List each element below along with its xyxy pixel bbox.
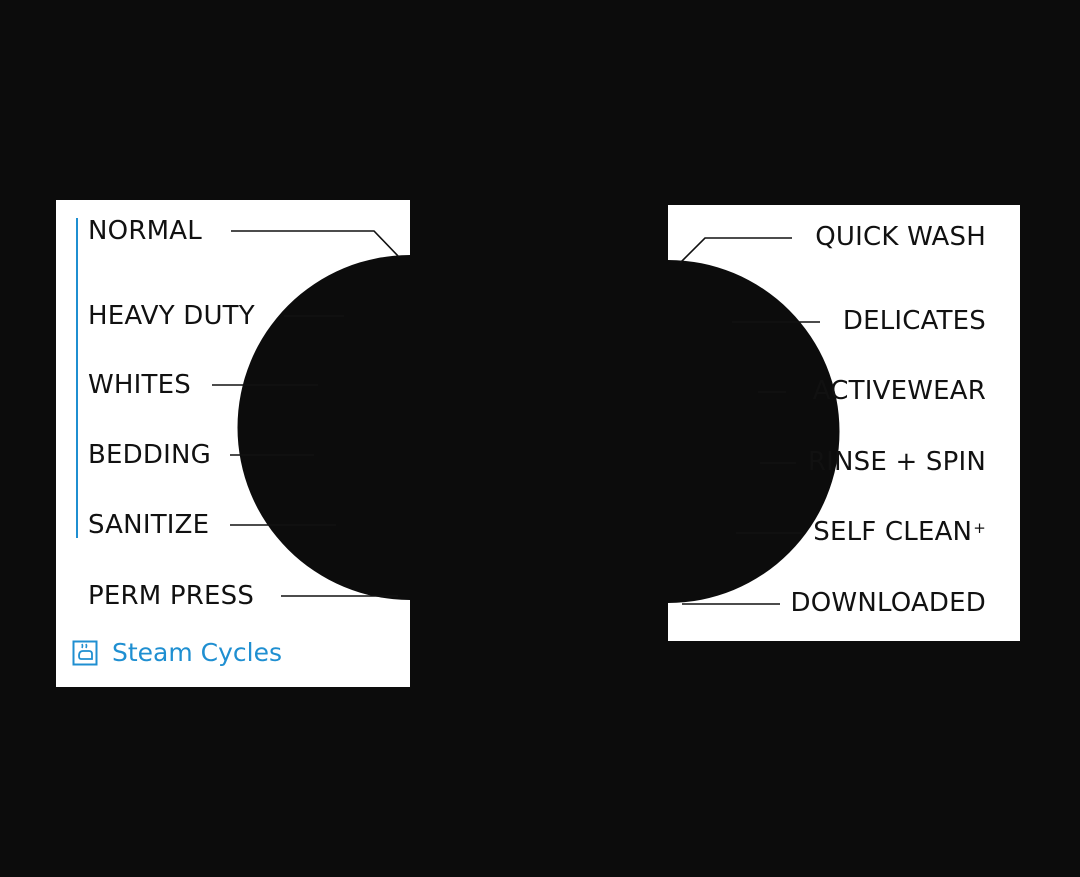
cycle-activewear[interactable]: ACTIVEWEAR (812, 376, 986, 406)
steam-cycles-label: Steam Cycles (112, 638, 283, 667)
cycle-whites[interactable]: WHITES (88, 370, 191, 400)
cycle-normal[interactable]: NORMAL (88, 216, 202, 246)
cycle-rinse-spin[interactable]: RINSE + SPIN (807, 447, 986, 477)
right-panel-card (668, 205, 1020, 641)
cycle-self-clean-label: SELF CLEAN (813, 517, 973, 547)
cycle-self-clean[interactable]: SELF CLEAN+ (813, 517, 986, 547)
steam-cycles-legend: Steam Cycles (72, 636, 282, 670)
cycle-bedding[interactable]: BEDDING (88, 440, 211, 470)
cycle-quick-wash[interactable]: QUICK WASH (815, 222, 986, 252)
left-cycle-panel (56, 200, 410, 687)
cycle-downloaded[interactable]: DOWNLOADED (790, 588, 986, 618)
leader-normal (231, 230, 400, 258)
cycle-heavy-duty[interactable]: HEAVY DUTY (88, 301, 255, 331)
steam-icon (72, 640, 98, 666)
leader-quick-wash (679, 237, 792, 264)
self-clean-superscript: + (973, 519, 986, 537)
right-cycle-panel (668, 205, 1020, 641)
cycle-sanitize[interactable]: SANITIZE (88, 510, 210, 540)
cycle-delicates[interactable]: DELICATES (842, 306, 986, 336)
cycle-perm-press[interactable]: PERM PRESS (88, 581, 255, 611)
left-panel-card (56, 200, 410, 687)
